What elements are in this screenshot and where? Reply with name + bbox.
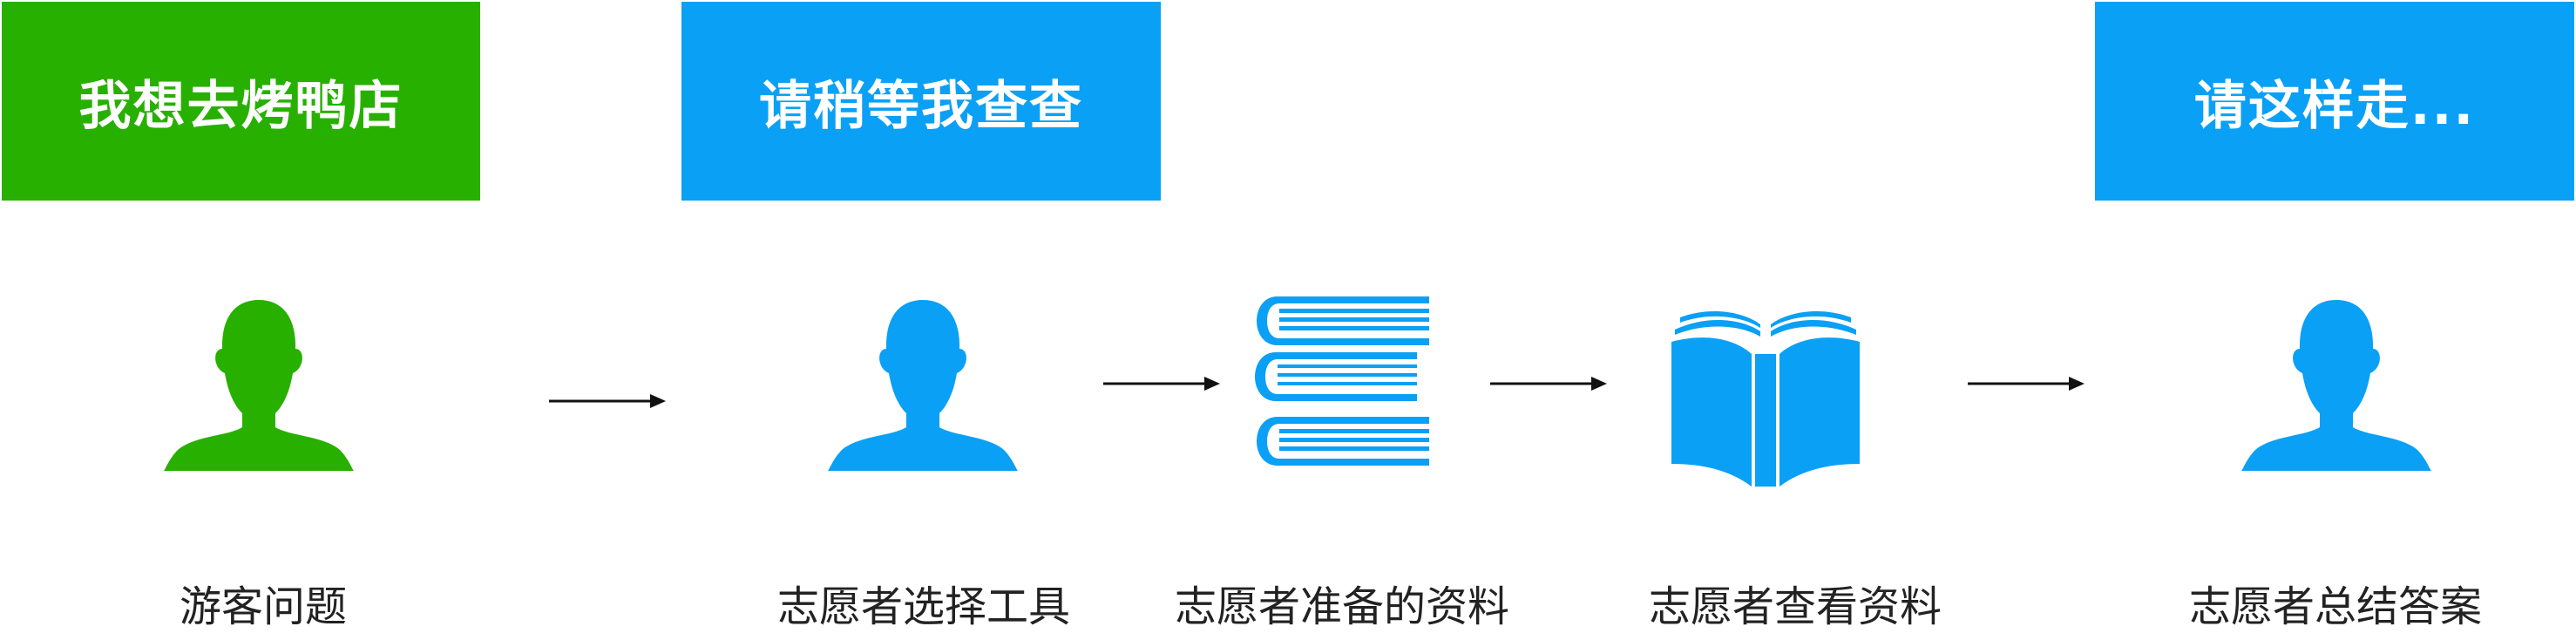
- volunteer-select-person-icon: [823, 296, 1023, 471]
- person-icon: [828, 300, 1018, 471]
- caption-volunteer-summarize-answer: 志愿者总结答案: [2188, 582, 2482, 631]
- volunteer-wait-bubble: 请稍等我查查: [681, 2, 1161, 201]
- flow-arrow-1: [549, 391, 666, 412]
- book-stack-icon: [1255, 296, 1429, 466]
- flow-arrow-4: [1968, 373, 2085, 394]
- caption-volunteer-check-material: 志愿者查看资料: [1648, 582, 1942, 631]
- caption-visitor-question: 游客问题: [179, 582, 347, 631]
- open-book-icon: [1670, 309, 1861, 487]
- volunteer-answer-bubble: 请这样走...: [2095, 2, 2574, 201]
- visitor-question-bubble: 我想去烤鸭店: [2, 2, 480, 201]
- volunteer-answer-person-icon: [2236, 296, 2437, 471]
- flow-arrow-3: [1490, 373, 1607, 394]
- visitor-person-icon: [159, 296, 359, 471]
- caption-volunteer-prepared-material: 志愿者准备的资料: [1174, 582, 1509, 631]
- flow-arrow-2: [1103, 373, 1220, 394]
- caption-volunteer-select-tool: 志愿者选择工具: [776, 582, 1070, 631]
- person-icon: [2241, 300, 2431, 471]
- book-stack-icon: [1251, 295, 1431, 469]
- open-book-icon: [1671, 311, 1860, 487]
- person-icon: [164, 300, 354, 471]
